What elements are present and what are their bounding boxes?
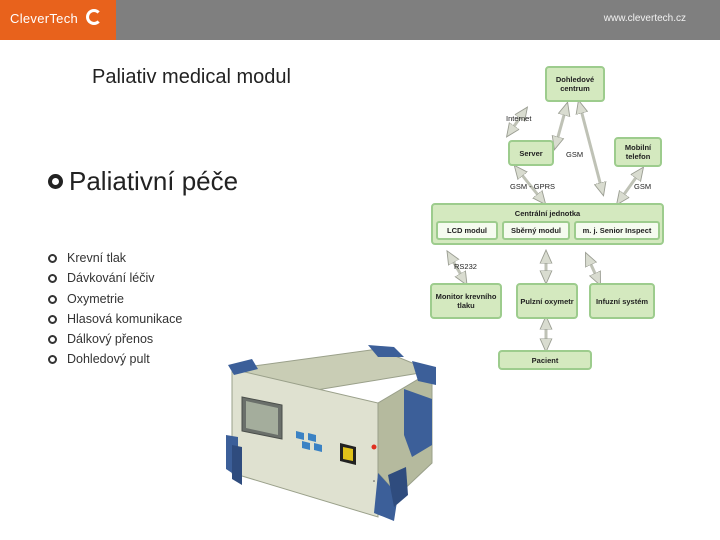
monitor-tlaku-box: Monitor krevního tlaku — [430, 283, 502, 319]
circle-bullet-icon — [48, 174, 63, 189]
lcd-modul-box: LCD modul — [436, 221, 498, 240]
gsm-label: GSM — [566, 150, 584, 159]
list-item-label: Dálkový přenos — [67, 332, 154, 347]
circle-bullet-icon — [48, 294, 57, 304]
list-item: Dávkování léčiv — [48, 270, 182, 290]
header-bar: CleverTech www.clevertech.cz — [0, 0, 720, 40]
device-photo — [226, 345, 436, 521]
list-item: Hlasová komunikace — [48, 311, 182, 331]
list-item-label: Oxymetrie — [67, 291, 124, 306]
dohledove-centrum-box: Dohledové centrum — [545, 66, 605, 102]
logo-text: CleverTech — [10, 11, 79, 26]
list-item-label: Krevní tlak — [67, 251, 127, 265]
list-item: Dohledový pult — [48, 351, 182, 371]
circle-bullet-icon — [48, 314, 57, 324]
list-item: Krevní tlak — [48, 250, 182, 270]
logo-c-icon — [86, 9, 102, 25]
pulzni-oxymetr-box: Pulzní oxymetr — [516, 283, 578, 319]
infuzni-system-box: Infuzní systém — [589, 283, 655, 319]
list-item: Dálkový přenos — [48, 331, 182, 351]
circle-bullet-icon — [48, 274, 57, 284]
circle-bullet-icon — [48, 254, 57, 263]
mobilni-telefon-box: Mobilní telefon — [614, 137, 662, 167]
circle-bullet-icon — [48, 355, 57, 365]
section-heading: Paliativní péče — [48, 166, 238, 197]
list-item: Oxymetrie — [48, 291, 182, 311]
centralni-jednotka-label: Centrální jednotka — [514, 209, 581, 218]
diagram-connectors — [420, 60, 670, 380]
list-item-label: Dávkování léčiv — [67, 271, 155, 286]
server-box: Server — [508, 140, 554, 166]
rs232-label: RS232 — [454, 262, 477, 271]
senior-inspect-box: m. j. Senior Inspect — [574, 221, 660, 240]
internet-label: Internet — [506, 114, 532, 123]
slide-title: Paliativ medical modul — [92, 66, 291, 88]
header-url[interactable]: www.clevertech.cz — [603, 13, 686, 24]
feature-list: Krevní tlak Dávkování léčiv Oxymetrie Hl… — [48, 250, 182, 372]
gsm-gprs-label: GSM - GPRS — [510, 182, 556, 191]
section-heading-text: Paliativní péče — [69, 166, 239, 196]
list-item-label: Hlasová komunikace — [67, 311, 183, 326]
gsm-label-2: GSM — [634, 182, 652, 191]
pacient-box: Pacient — [498, 350, 592, 370]
sberny-modul-box: Sběrný modul — [502, 221, 570, 240]
circle-bullet-icon — [48, 335, 57, 345]
list-item-label: Dohledový pult — [67, 352, 150, 367]
clevertech-logo[interactable]: CleverTech — [0, 0, 116, 40]
